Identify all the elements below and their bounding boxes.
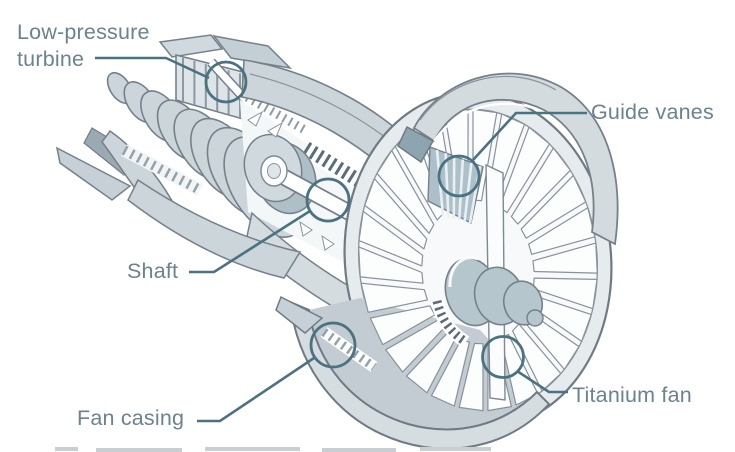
cropped-caption-fragments <box>55 447 491 452</box>
leader-line-fan-casing <box>197 356 315 423</box>
fan-casing-scoop <box>275 295 551 450</box>
leader-line-low-pressure-turbine <box>95 56 210 80</box>
leader-line-titanium-fan <box>516 369 568 394</box>
stator-strip <box>120 144 204 196</box>
label-fan-casing: Fan casing <box>77 406 185 430</box>
callout-circle-shaft <box>305 177 351 223</box>
spinner-cone <box>444 256 544 327</box>
leader-line-guide-vanes <box>472 111 587 161</box>
exhaust-fins <box>158 34 293 70</box>
leader-line-shaft <box>189 209 311 274</box>
label-titanium-fan: Titanium fan <box>572 383 692 407</box>
label-shaft: Shaft <box>127 259 179 283</box>
booster-blade-band <box>430 299 470 348</box>
callout-circle-guide-vanes <box>437 154 481 198</box>
callout-circle-low-pressure-turbine <box>204 60 248 104</box>
label-low-pressure-turbine: Low-pressure turbine <box>17 20 150 71</box>
callout-circle-fan-casing <box>309 321 357 369</box>
callout-circle-titanium-fan <box>481 335 525 379</box>
label-guide-vanes: Guide vanes <box>591 100 714 124</box>
callouts <box>95 56 587 423</box>
intake-casing <box>397 72 619 246</box>
